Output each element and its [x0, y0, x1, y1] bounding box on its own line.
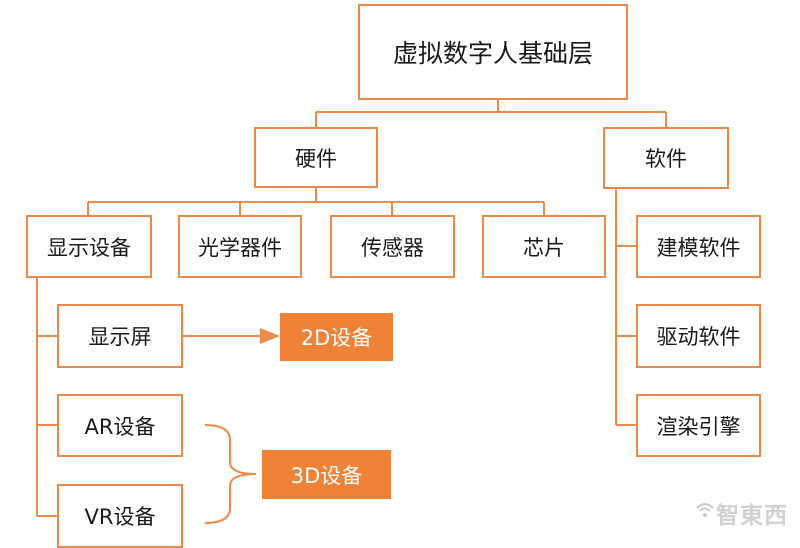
node-render-engine: 渲染引擎 [636, 394, 761, 457]
node-3d-device: 3D设备 [262, 450, 391, 499]
node-root: 虚拟数字人基础层 [358, 4, 628, 100]
node-hardware: 硬件 [254, 127, 378, 188]
node-vr-device: VR设备 [57, 484, 183, 548]
node-sensor: 传感器 [330, 215, 455, 278]
node-software: 软件 [603, 127, 729, 189]
node-display-device: 显示设备 [26, 215, 152, 278]
node-screen: 显示屏 [57, 304, 183, 368]
node-2d-device: 2D设备 [280, 313, 393, 361]
watermark: 智東西 [694, 490, 790, 536]
node-ar-device: AR设备 [57, 394, 183, 457]
node-chip: 芯片 [482, 215, 606, 278]
wifi-signal-icon [696, 503, 714, 517]
watermark-text: 智東西 [716, 503, 788, 529]
brace-ar-vr-to-3d [204, 424, 257, 524]
node-optical-device: 光学器件 [178, 215, 302, 278]
node-modeling-software: 建模软件 [636, 215, 761, 278]
node-driver-software: 驱动软件 [636, 304, 761, 368]
